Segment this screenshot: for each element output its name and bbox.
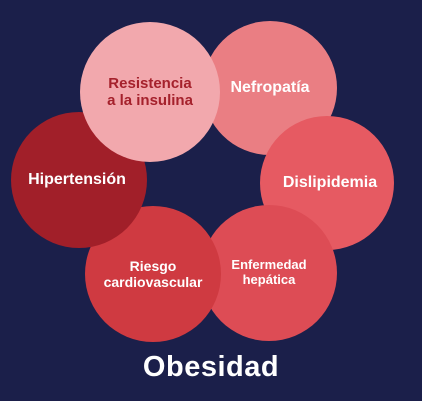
label-hipertension: Hipertensión — [28, 170, 126, 188]
circle-resistencia-insulina: Resistencia a la insulina — [80, 22, 220, 162]
label-nefropatia: Nefropatía — [230, 78, 310, 96]
label-resistencia-insulina: Resistencia a la insulina — [107, 74, 193, 109]
diagram-title: Obesidad — [142, 351, 280, 383]
circle-enfermedad-hepatica: Enfermedad hepática — [201, 205, 337, 341]
label-riesgo-cardiovascular: Riesgo cardiovascular — [103, 257, 203, 290]
circle-riesgo-cardiovascular: Riesgo cardiovascular — [85, 206, 221, 342]
label-enfermedad-hepatica: Enfermedad hepática — [231, 257, 307, 287]
label-dislipidemia: Dislipidemia — [282, 173, 378, 191]
circle-nefropatia: Nefropatía — [203, 21, 337, 155]
